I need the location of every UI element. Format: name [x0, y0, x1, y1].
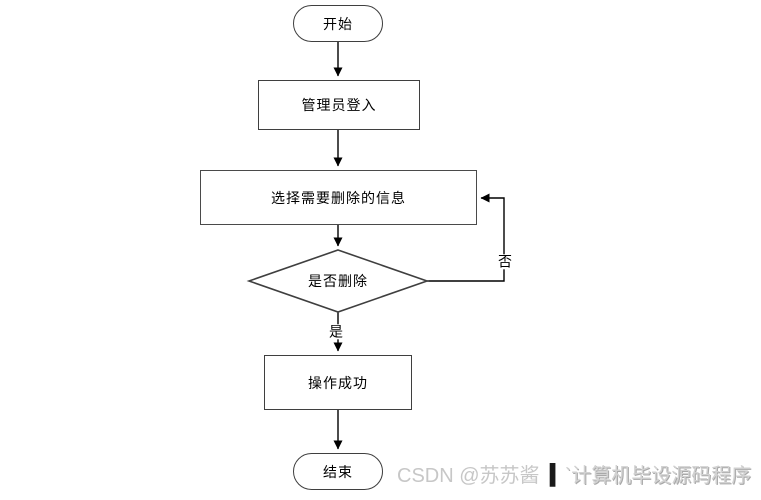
- node-select-info: 选择需要删除的信息: [200, 170, 477, 225]
- connector-no-loopback: [427, 193, 505, 282]
- node-admin-login-label: 管理员登入: [301, 97, 377, 113]
- decision-diamond-shape: [246, 249, 430, 313]
- node-start-label: 开始: [323, 15, 353, 32]
- watermark: CSDN @苏苏酱 | ˋ计算机毕设源码程序: [397, 459, 751, 488]
- node-select-info-label: 选择需要删除的信息: [271, 189, 406, 206]
- watermark-tagline: ˋ计算机毕设源码程序: [564, 465, 752, 487]
- node-success: 操作成功: [264, 355, 412, 410]
- node-decision-label: 是否删除: [308, 273, 368, 289]
- node-start: 开始: [293, 5, 383, 42]
- node-end-label: 结束: [323, 463, 353, 480]
- node-success-label: 操作成功: [308, 374, 368, 391]
- edge-label-no: 否: [496, 253, 514, 270]
- watermark-separator-bar: |: [545, 459, 559, 487]
- node-end: 结束: [293, 453, 383, 490]
- edge-label-yes: 是: [327, 323, 345, 340]
- node-admin-login: 管理员登入: [258, 80, 420, 130]
- watermark-author: CSDN @苏苏酱: [397, 465, 540, 487]
